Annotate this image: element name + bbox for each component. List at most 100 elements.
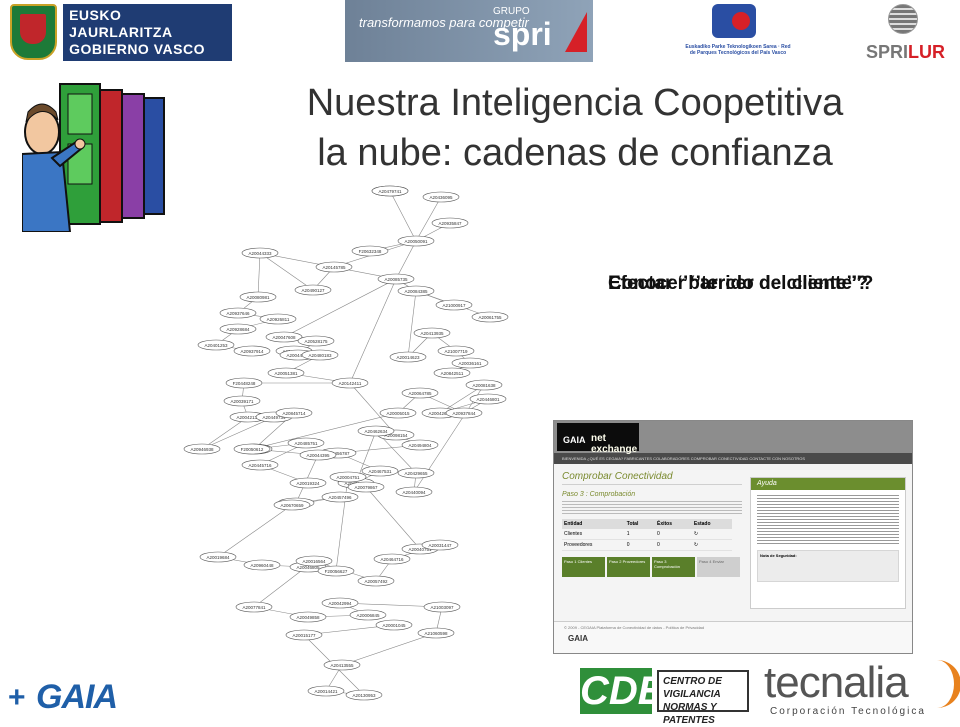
shot-header: GAIA net exchange: [554, 421, 912, 455]
graph-node-label: A20842511: [441, 371, 464, 376]
graph-node-shape: [329, 471, 367, 483]
coat-of-arms-icon: [10, 4, 58, 60]
graph-edge: [201, 416, 275, 450]
graph-node: A20480183: [301, 349, 339, 361]
graph-node-shape: [349, 609, 387, 621]
graph-node: A21000917: [435, 299, 473, 311]
graph-edge: [407, 290, 417, 358]
graph-node-shape: [471, 311, 509, 323]
graph-node: A20031447: [421, 539, 459, 551]
graph-node-label: A20429655: [404, 471, 428, 476]
parke-red-dot-icon: [732, 12, 750, 30]
graph-node-shape: [331, 377, 369, 389]
graph-node: A20528175: [297, 335, 335, 347]
graph-node-shape: [347, 481, 385, 493]
graph-node-shape: [199, 551, 237, 563]
graph-node-label: A20042675: [428, 411, 452, 416]
table-cell: Clientes: [562, 529, 625, 540]
graph-node-label: F20448248: [233, 381, 256, 386]
graph-node: A20494804: [401, 439, 439, 451]
graph-node-label: A20401253: [204, 343, 228, 348]
graph-node-shape: [267, 367, 305, 379]
sprilur-a: SPRI: [866, 42, 909, 62]
graph-node-shape: [321, 491, 359, 503]
graph-node-shape: [422, 191, 460, 203]
shot-th: Entidad: [562, 519, 625, 529]
graph-node-label: A20479741: [378, 189, 402, 194]
graph-node: A20436095: [422, 191, 460, 203]
shot-th: Estado: [691, 519, 732, 529]
graph-node-shape: [289, 611, 327, 623]
graph-node: A20014421: [307, 685, 345, 697]
table-cell: 1: [624, 529, 655, 540]
spri-triangle-icon: [565, 12, 587, 52]
graph-edge: [395, 240, 417, 280]
graph-node-label: A20445716: [248, 463, 272, 468]
shot-menu: BIENVENIDA ¿QUÉ ES CEGAIA? FABRICANTES C…: [554, 453, 912, 464]
gaia-wordmark: GAIA: [36, 678, 118, 716]
graph-node-shape: [223, 395, 261, 407]
graph-node: A20946938: [183, 443, 221, 455]
graph-edge: [259, 252, 314, 291]
graph-node: A20446801: [469, 393, 507, 405]
shot-help-title: Ayuda: [751, 478, 905, 490]
graph-node-shape: [423, 601, 461, 613]
graph-node: A20051381: [267, 367, 305, 379]
graph-node-shape: [289, 477, 327, 489]
graph-node-label: A20142411: [339, 381, 362, 386]
graph-node-label: A20946938: [190, 447, 214, 452]
graph-node-label: A20449734: [262, 415, 286, 420]
cvnp-line1: CENTRO DE VIGILANCIA: [663, 676, 722, 700]
table-cell: 0: [654, 529, 692, 540]
graph-node-shape: [395, 486, 433, 498]
graph-node-label: A20057492: [364, 579, 388, 584]
graph-node-shape: [421, 539, 459, 551]
graph-node-label: A20042994: [328, 601, 352, 606]
graph-node-label: A20051381: [274, 371, 298, 376]
graph-node-label: A20413935: [420, 331, 444, 336]
graph-node-shape: [233, 443, 271, 455]
graph-node-shape: [397, 235, 435, 247]
graph-node-label: A20937914: [240, 349, 264, 354]
graph-node: A20001045: [375, 619, 413, 631]
graph-node-shape: [401, 439, 439, 451]
graph-edge: [217, 504, 293, 558]
graph-edge: [341, 632, 437, 666]
graph-node-shape: [431, 217, 469, 229]
graph-node-label: A20494804: [408, 443, 432, 448]
graph-node-shape: [297, 335, 335, 347]
graph-node-label: A20145785: [322, 265, 346, 270]
graph-node-label: A20064785: [408, 391, 432, 396]
spri-name: spri: [493, 16, 552, 52]
graph-node-shape: [315, 261, 353, 273]
trust-chain-graph: A20926184A20436095A20935847A20050091F206…: [183, 185, 509, 701]
graph-node: A20935847: [431, 217, 469, 229]
graph-node-shape: [197, 339, 235, 351]
graph-node-label: A20019684: [206, 555, 230, 560]
graph-edge: [257, 252, 261, 298]
shot-footer-logo: GAIA: [568, 634, 588, 643]
graph-node: A20485751: [287, 437, 325, 449]
graph-node-shape: [321, 597, 359, 609]
graph-node: A20039171: [223, 395, 261, 407]
graph-node: A20926811: [259, 313, 297, 325]
graph-node-label: A20049858: [296, 615, 320, 620]
graph-node-label: A20046805: [296, 565, 320, 570]
shot-logo-b: net exchange: [591, 433, 638, 455]
shot-steps: Paso 1 Clientes Paso 2 Proveedores Paso …: [562, 557, 742, 577]
graph-node-label: A20079867: [354, 485, 378, 490]
graph-node-shape: [433, 367, 471, 379]
graph-node-label: A20528175: [304, 339, 328, 344]
graph-node-label: A20044395: [306, 453, 330, 458]
shot-footer-text: © 2009 - CEGAIA Plataforma de Conectivid…: [564, 625, 705, 630]
graph-node-label: A20031447: [428, 543, 452, 548]
question-a: Efectar ‘’barrido del cliente’’?: [608, 273, 874, 294]
gaia-plus-icon: +: [8, 681, 26, 714]
graph-node-label: A20440094: [402, 490, 426, 495]
graph-node-label: A20467531: [368, 469, 392, 474]
graph-node-shape: [417, 627, 455, 639]
shot-logo: GAIA net exchange: [557, 423, 639, 455]
graph-node-shape: [225, 377, 263, 389]
graph-node: A20004751: [329, 471, 367, 483]
graph-node: A20937646: [219, 307, 257, 319]
